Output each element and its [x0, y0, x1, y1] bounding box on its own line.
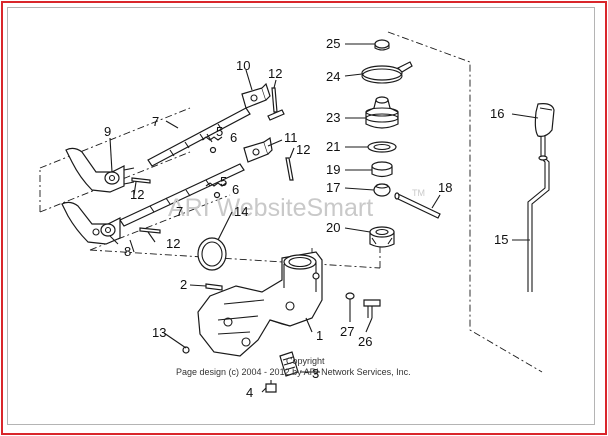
callout-17: 17 — [326, 180, 340, 195]
callout-27: 27 — [340, 324, 354, 339]
callout-7-lower: 7 — [176, 204, 183, 219]
callout-6-upper: 6 — [230, 130, 237, 145]
part-14-o-ring — [197, 237, 227, 271]
callout-26: 26 — [358, 334, 372, 349]
part-2-dowel — [205, 283, 223, 291]
part-24-clamp — [361, 61, 413, 84]
part-7-rail-upper — [147, 107, 251, 167]
part-1-housing — [197, 251, 323, 357]
callout-12-right: 12 — [296, 142, 310, 157]
callout-12-top: 12 — [268, 66, 282, 81]
watermark-trademark: TM — [412, 188, 425, 198]
callout-12-fork-lower: 12 — [166, 236, 180, 251]
part-12-pin-right — [285, 157, 294, 181]
part-6-ball-lower — [213, 191, 221, 199]
part-5-spring-upper — [201, 136, 223, 141]
callout-14: 14 — [234, 204, 248, 219]
callout-4: 4 — [246, 385, 253, 400]
part-3-bolt — [279, 351, 299, 377]
part-25-clip — [374, 39, 390, 51]
callout-18: 18 — [438, 180, 452, 195]
callout-6-lower: 6 — [232, 182, 239, 197]
part-4-nut — [265, 380, 277, 393]
part-16-knob — [534, 103, 555, 137]
callout-5-upper: 5 — [216, 124, 223, 139]
part-9-fork — [65, 147, 135, 193]
part-8-fork — [61, 201, 121, 245]
assembly-lines — [39, 31, 543, 373]
part-18-pin — [394, 192, 441, 219]
callout-20: 20 — [326, 220, 340, 235]
copyright-line-1: Copyright — [286, 356, 325, 366]
part-13-plug — [182, 346, 190, 354]
callout-9: 9 — [104, 124, 111, 139]
part-26-bolt — [363, 299, 381, 318]
callout-24: 24 — [326, 69, 340, 84]
part-27-washer — [345, 292, 355, 300]
callout-23: 23 — [326, 110, 340, 125]
part-17-ball — [373, 183, 391, 197]
callout-2: 2 — [180, 277, 187, 292]
part-10-rail-end — [241, 82, 271, 109]
copyright-line-2: Page design (c) 2004 - 2012 by ARI Netwo… — [176, 367, 411, 377]
part-5-spring-lower — [205, 182, 227, 187]
callout-11: 11 — [284, 130, 298, 145]
callout-21: 21 — [326, 139, 340, 154]
part-20-seat — [369, 226, 395, 248]
part-11-rail-end — [243, 109, 285, 163]
callout-25: 25 — [326, 36, 340, 51]
part-15-lever — [527, 136, 550, 292]
callout-5-lower: 5 — [220, 174, 227, 189]
callout-labels: 25 24 23 21 19 17 20 18 16 15 10 12 7 5 … — [104, 36, 508, 400]
part-12-pin-fork-lower — [139, 227, 161, 234]
callout-19: 19 — [326, 162, 340, 177]
callout-1: 1 — [316, 328, 323, 343]
part-7-rail-lower — [119, 163, 245, 227]
leader-lines — [109, 43, 539, 393]
part-12-pin-top — [271, 87, 278, 113]
copyright: Copyright Page design (c) 2004 - 2012 by… — [176, 356, 411, 377]
watermark-text: ARI WebsiteSmart — [168, 194, 373, 222]
part-19-bushing — [371, 161, 393, 178]
callout-13: 13 — [152, 325, 166, 340]
part-21-ring — [367, 141, 397, 153]
callout-8: 8 — [124, 244, 131, 259]
callout-3: 3 — [312, 366, 319, 381]
callout-12-fork-upper: 12 — [130, 187, 144, 202]
part-6-ball-upper — [209, 146, 217, 154]
part-12-pin-fork-upper — [131, 177, 151, 184]
diagram-panel — [7, 7, 595, 425]
callout-15: 15 — [494, 232, 508, 247]
callout-16: 16 — [490, 106, 504, 121]
part-23-boot — [365, 96, 399, 129]
callout-7-upper: 7 — [152, 114, 159, 129]
callout-10: 10 — [236, 58, 250, 73]
watermark: ARI WebsiteSmart TM — [168, 188, 425, 222]
